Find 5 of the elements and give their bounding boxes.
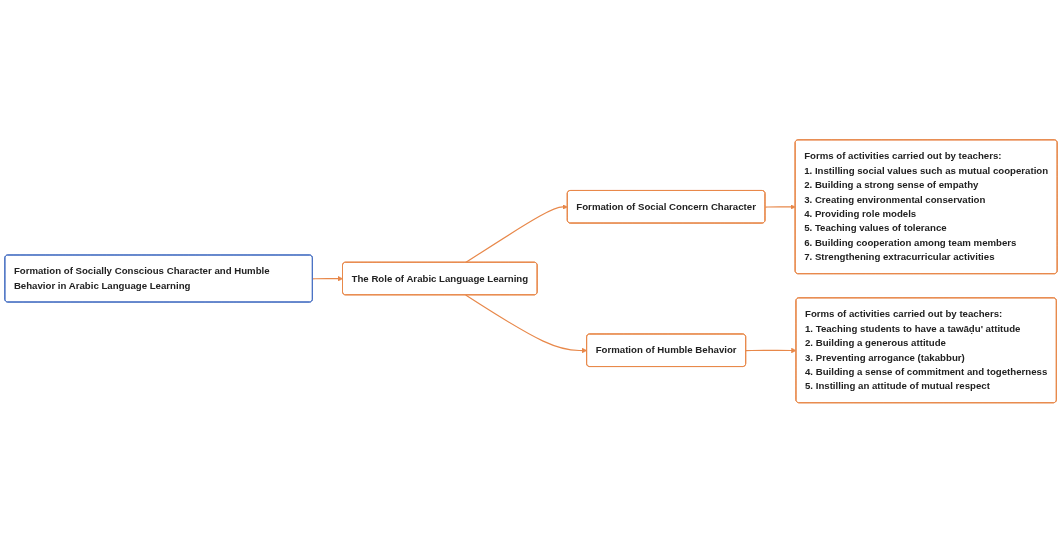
arrow (465, 294, 588, 354)
arrow (312, 276, 344, 282)
arrow (465, 204, 568, 264)
arrow (745, 348, 797, 354)
arrow (764, 204, 796, 210)
